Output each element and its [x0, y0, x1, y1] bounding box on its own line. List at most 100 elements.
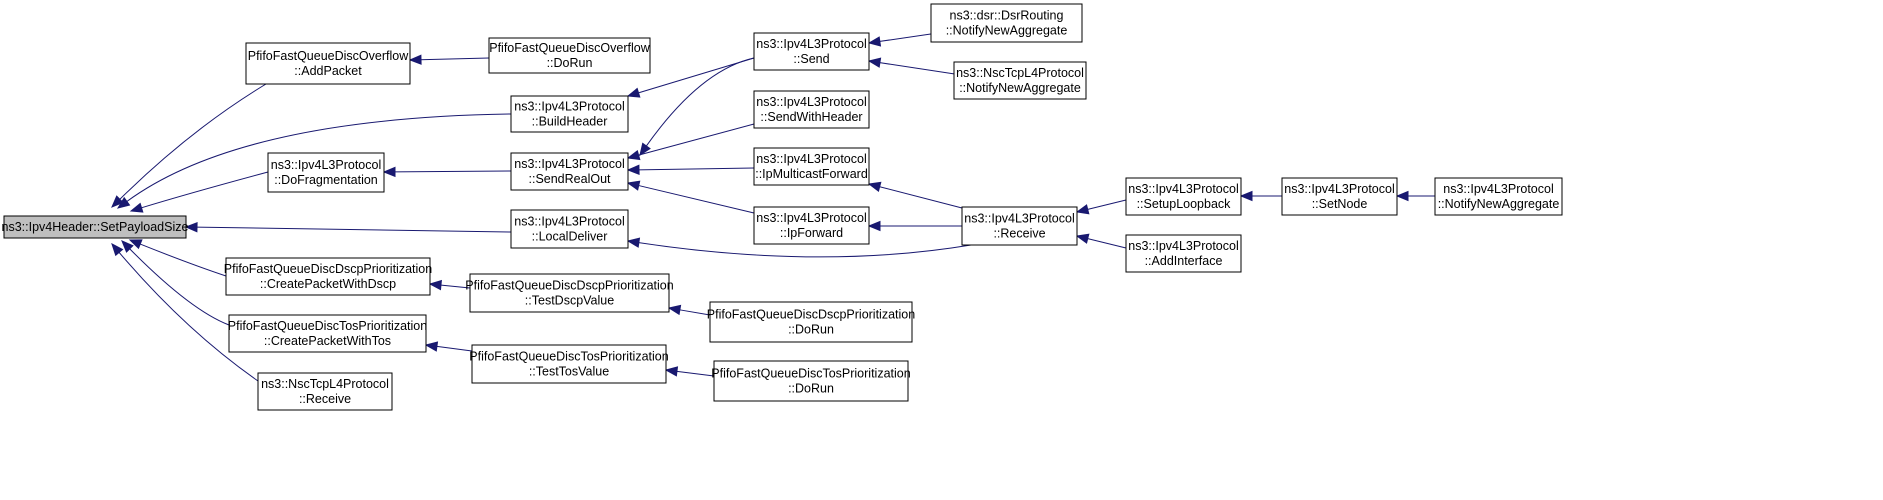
node-box[interactable]	[267, 152, 385, 193]
edge-local-to-root	[184, 221, 512, 233]
edge-receive-to-ipfwd	[867, 220, 962, 232]
arrowhead-icon	[626, 237, 641, 248]
node-dscp-create[interactable]: PfifoFastQueueDiscDscpPrioritization::Cr…	[224, 257, 432, 296]
node-label-method: ::LocalDeliver	[532, 230, 608, 244]
node-box[interactable]	[1125, 177, 1242, 216]
edge-line	[637, 123, 755, 156]
node-label-class: ns3::Ipv4L3Protocol	[514, 215, 625, 229]
arrowhead-icon	[382, 166, 396, 178]
node-label-class: ns3::Ipv4L3Protocol	[1284, 182, 1395, 196]
node-label-method: ::DoRun	[788, 323, 834, 337]
arrowhead-icon	[111, 195, 124, 208]
edge-ovf_add-to-root	[111, 83, 267, 208]
node-dsr[interactable]: ns3::dsr::DsrRouting::NotifyNewAggregate	[930, 3, 1083, 43]
edge-nsc_recv-to-root	[111, 242, 259, 382]
node-box[interactable]	[713, 360, 909, 402]
node-nsc-recv[interactable]: ns3::NscTcpL4Protocol::Receive	[257, 372, 393, 411]
node-local[interactable]: ns3::Ipv4L3Protocol::LocalDeliver	[510, 209, 629, 249]
node-ovf-run[interactable]: PfifoFastQueueDiscOverflow::DoRun	[488, 37, 651, 74]
node-mcast[interactable]: ns3::Ipv4L3Protocol::IpMulticastForward	[753, 147, 870, 186]
edge-line	[125, 113, 512, 203]
node-dscp-test[interactable]: PfifoFastQueueDiscDscpPrioritization::Te…	[465, 273, 674, 313]
node-label-class: ns3::Ipv4L3Protocol	[756, 95, 867, 109]
node-label-class: PfifoFastQueueDiscOverflow	[489, 41, 650, 55]
node-box[interactable]	[510, 95, 629, 133]
node-withheader[interactable]: ns3::Ipv4L3Protocol::SendWithHeader	[753, 90, 870, 129]
node-tos-run[interactable]: PfifoFastQueueDiscTosPrioritization::DoR…	[711, 360, 911, 402]
node-box[interactable]	[245, 42, 411, 85]
node-label-method: ::NotifyNewAggregate	[1438, 197, 1560, 211]
node-tos-test[interactable]: PfifoFastQueueDiscTosPrioritization::Tes…	[469, 344, 669, 384]
node-box[interactable]	[953, 61, 1087, 100]
node-box[interactable]	[709, 301, 913, 343]
node-box[interactable]	[753, 90, 870, 129]
node-notify[interactable]: ns3::Ipv4L3Protocol::NotifyNewAggregate	[1434, 177, 1563, 216]
node-box[interactable]	[471, 344, 667, 384]
node-label-class: ns3::NscTcpL4Protocol	[261, 377, 389, 391]
node-root[interactable]: ns3::Ipv4Header::SetPayloadSize	[2, 215, 189, 239]
node-nsc-notify[interactable]: ns3::NscTcpL4Protocol::NotifyNewAggregat…	[953, 61, 1087, 100]
node-label-method: ::SendRealOut	[529, 172, 612, 186]
edge-line	[637, 241, 972, 258]
node-frag[interactable]: ns3::Ipv4L3Protocol::DoFragmentation	[267, 152, 385, 193]
node-label-class: ns3::dsr::DsrRouting	[950, 9, 1064, 23]
arrowhead-icon	[408, 54, 422, 65]
edge-dscp_create-to-root	[128, 239, 227, 277]
arrowhead-icon	[664, 366, 679, 377]
node-tos-create[interactable]: PfifoFastQueueDiscTosPrioritization::Cre…	[228, 314, 427, 353]
node-label-class: ns3::Ipv4L3Protocol	[756, 152, 867, 166]
edge-realout-to-frag	[382, 166, 512, 178]
node-box[interactable]	[961, 206, 1078, 246]
arrowhead-icon	[626, 180, 641, 191]
node-label-class: ns3::Ipv4L3Protocol	[271, 158, 382, 172]
node-box[interactable]	[3, 215, 187, 239]
node-box[interactable]	[753, 206, 870, 245]
node-box[interactable]	[225, 257, 431, 296]
edge-receive-to-local	[626, 237, 972, 258]
node-label-method: ::DoFragmentation	[274, 173, 378, 187]
node-box[interactable]	[930, 3, 1083, 43]
arrowhead-icon	[121, 240, 134, 253]
node-box[interactable]	[1281, 177, 1398, 216]
node-addif[interactable]: ns3::Ipv4L3Protocol::AddInterface	[1125, 234, 1242, 273]
node-label-method: ::TestDscpValue	[525, 294, 614, 308]
node-label-class: ns3::Ipv4L3Protocol	[756, 37, 867, 51]
node-box[interactable]	[469, 273, 670, 313]
node-box[interactable]	[1434, 177, 1563, 216]
node-send[interactable]: ns3::Ipv4L3Protocol::Send	[753, 32, 870, 71]
node-realout[interactable]: ns3::Ipv4L3Protocol::SendRealOut	[510, 152, 629, 191]
node-build[interactable]: ns3::Ipv4L3Protocol::BuildHeader	[510, 95, 629, 133]
arrowhead-icon	[424, 341, 439, 352]
node-ovf-add[interactable]: PfifoFastQueueDiscOverflow::AddPacket	[245, 42, 411, 85]
edge-build-to-root	[116, 113, 512, 209]
node-dscp-run[interactable]: PfifoFastQueueDiscDscpPrioritization::Do…	[707, 301, 915, 343]
node-label-method: ::DoRun	[547, 56, 593, 70]
node-label-class: ns3::Ipv4L3Protocol	[514, 100, 625, 114]
node-loop[interactable]: ns3::Ipv4L3Protocol::SetupLoopback	[1125, 177, 1242, 216]
node-ipfwd[interactable]: ns3::Ipv4L3Protocol::IpForward	[753, 206, 870, 245]
node-label-method: ::CreatePacketWithTos	[264, 334, 391, 348]
node-box[interactable]	[753, 32, 870, 71]
node-box[interactable]	[488, 37, 651, 74]
arrowhead-icon	[184, 221, 198, 233]
arrowhead-icon	[111, 242, 124, 257]
node-box[interactable]	[753, 147, 870, 186]
edge-send-to-realout	[639, 57, 755, 157]
node-box[interactable]	[510, 209, 629, 249]
node-label-method: ::AddPacket	[294, 64, 362, 78]
node-label-class: PfifoFastQueueDiscTosPrioritization	[469, 350, 668, 364]
edge-receive-to-mcast	[867, 181, 963, 209]
edge-line	[435, 345, 473, 352]
node-label-method: ::Send	[793, 52, 829, 66]
node-box[interactable]	[1125, 234, 1242, 273]
node-label-method: ::SetNode	[1312, 197, 1368, 211]
node-box[interactable]	[228, 314, 427, 353]
edge-line	[637, 57, 755, 94]
edge-line	[637, 167, 755, 171]
node-setnode[interactable]: ns3::Ipv4L3Protocol::SetNode	[1281, 177, 1398, 216]
edge-loop-to-receive	[1075, 199, 1127, 215]
node-box[interactable]	[510, 152, 629, 191]
node-box[interactable]	[257, 372, 393, 411]
node-receive[interactable]: ns3::Ipv4L3Protocol::Receive	[961, 206, 1078, 246]
